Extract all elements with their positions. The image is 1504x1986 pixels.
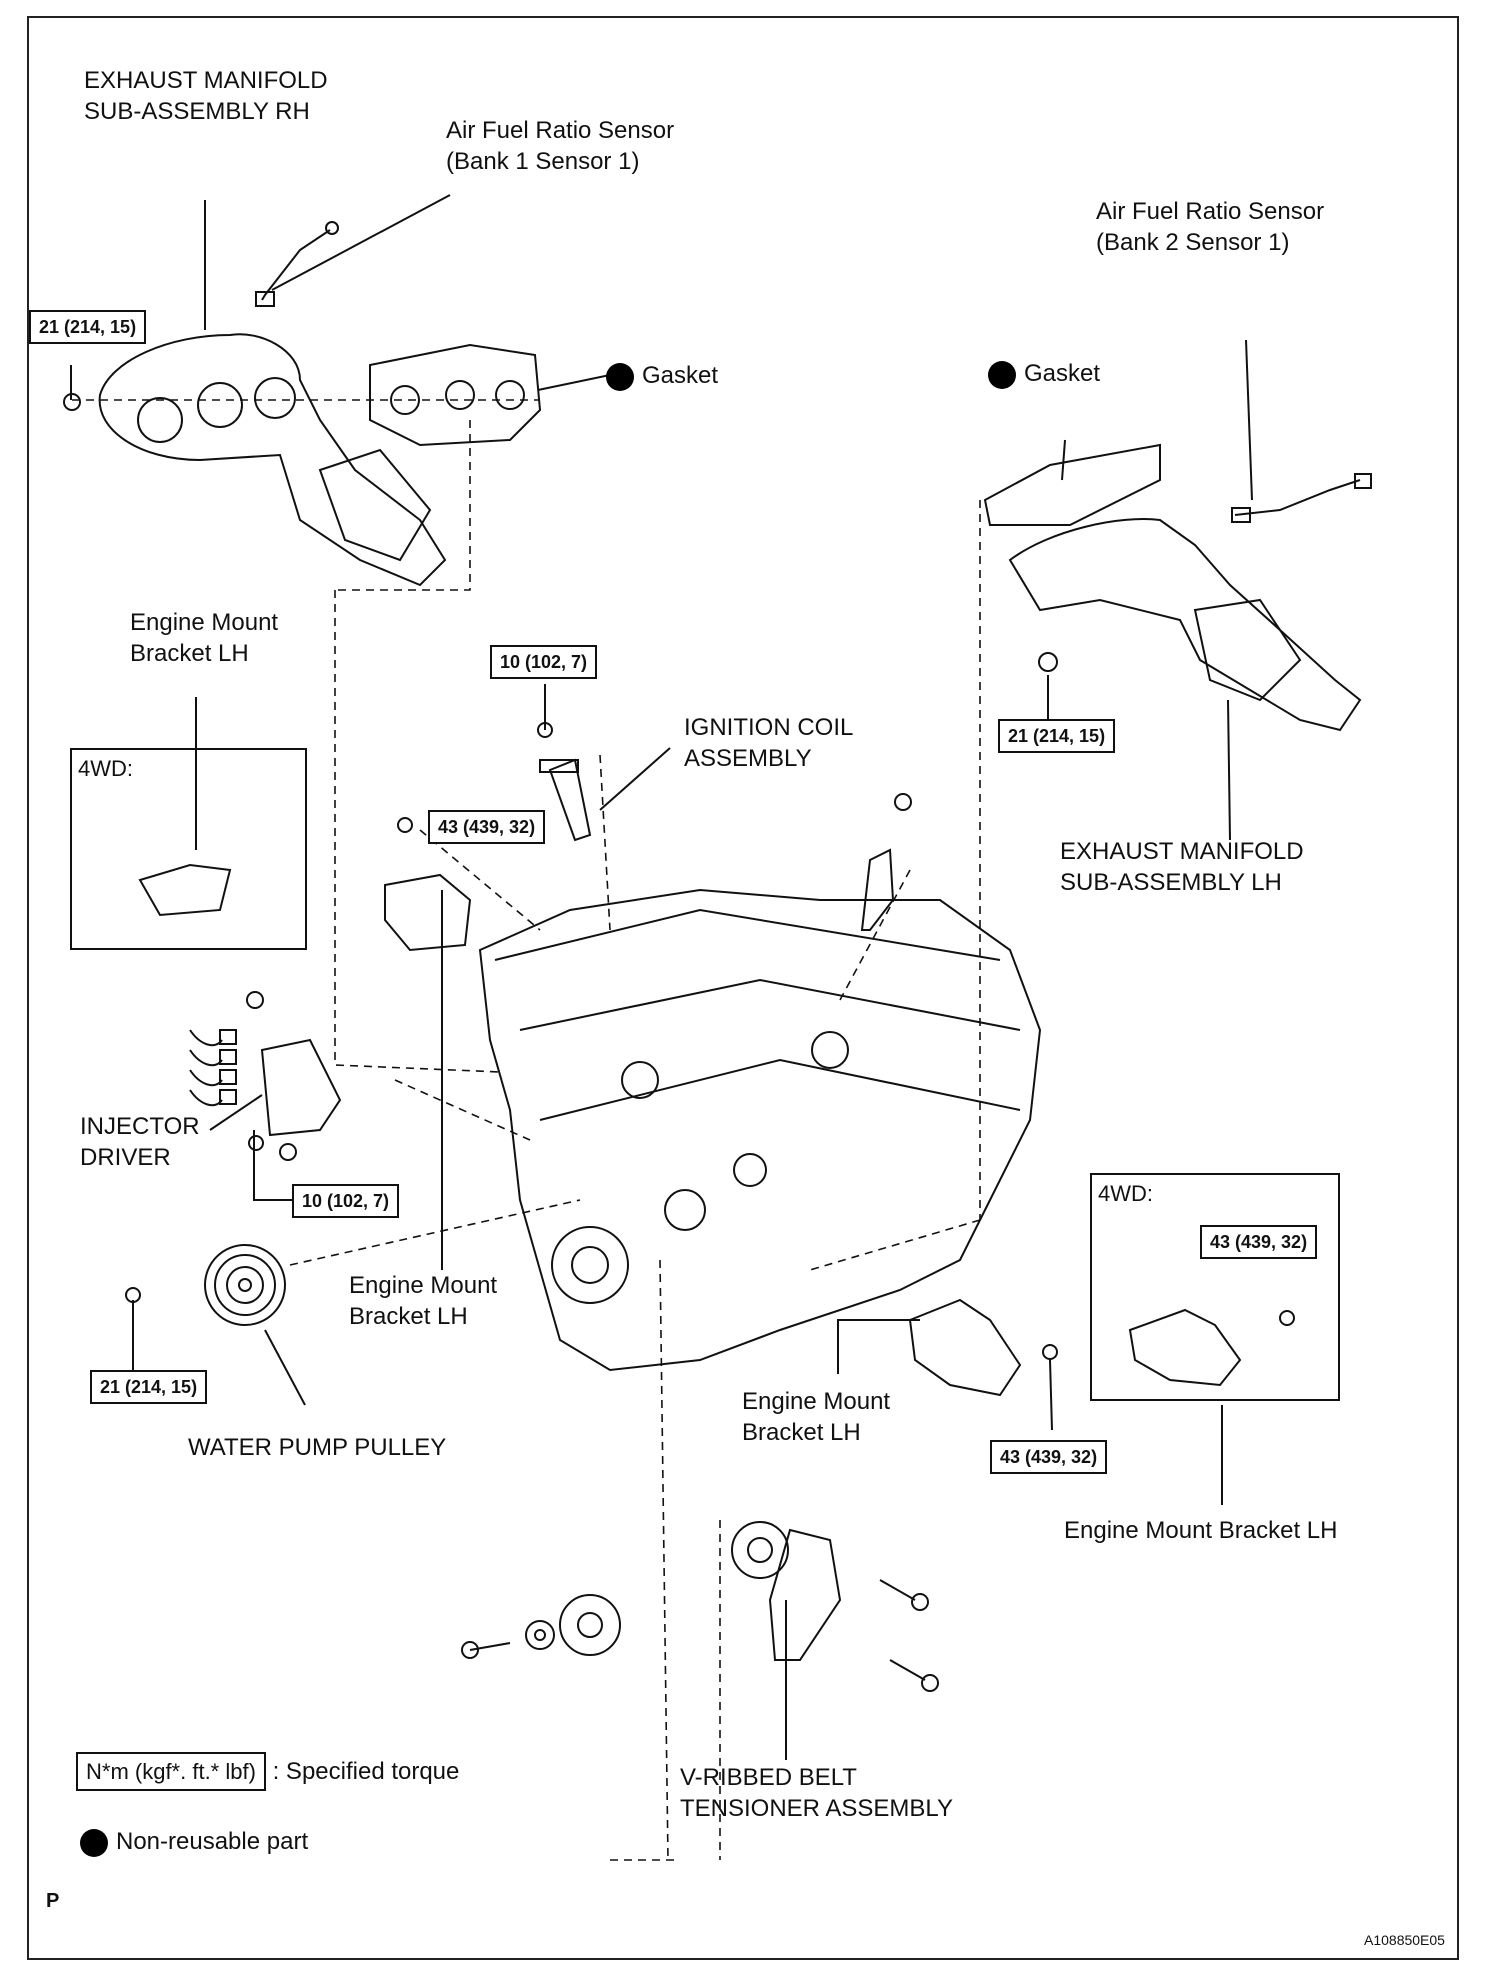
label-gasket-rh: Gasket — [606, 360, 718, 391]
label-tensioner-line1: V-RIBBED BELT — [680, 1764, 857, 1791]
label-exhaust-rh: EXHAUST MANIFOLD SUB-ASSEMBLY RH — [84, 65, 328, 127]
legend-nonreusable: Non-reusable part — [80, 1826, 308, 1857]
nonreusable-dot-icon — [80, 1828, 108, 1857]
label-af-sensor-b2-line1: Air Fuel Ratio Sensor — [1096, 198, 1325, 225]
corner-p: P — [46, 1890, 60, 1912]
label-mount-bracket-far-right-text: Engine Mount Bracket LH — [1064, 1517, 1338, 1544]
leader-gasket-lh — [1061, 439, 1066, 481]
torque-box-8: 43 (439, 32) — [1200, 1225, 1318, 1259]
label-af-sensor-b1: Air Fuel Ratio Sensor (Bank 1 Sensor 1) — [446, 115, 674, 177]
label-injector-driver: INJECTOR DRIVER — [80, 1111, 200, 1173]
label-af-sensor-b1-line2: (Bank 1 Sensor 1) — [446, 148, 640, 175]
label-exhaust-lh: EXHAUST MANIFOLD SUB-ASSEMBLY LH — [1060, 836, 1304, 898]
leader-ignition — [599, 747, 671, 811]
label-ignition-coil: IGNITION COIL ASSEMBLY — [684, 712, 853, 774]
legend-torque-box: N*m (kgf*. ft.* lbf) — [76, 1752, 266, 1791]
box-4wd-right-title: 4WD: — [1098, 1181, 1153, 1206]
nonreusable-dot-icon — [606, 362, 634, 391]
leader-water-pump — [264, 1329, 306, 1406]
label-exhaust-rh-line2: SUB-ASSEMBLY RH — [84, 98, 310, 125]
label-mount-bracket-mid-line2: Bracket LH — [349, 1303, 468, 1330]
leader-injector-bolt — [253, 1130, 292, 1201]
label-injector-driver-line1: INJECTOR — [80, 1113, 200, 1140]
label-ignition-coil-line1: IGNITION COIL — [684, 714, 854, 741]
leader-exhaust-lh — [1227, 699, 1231, 841]
label-mount-bracket-mid: Engine Mount Bracket LH — [349, 1270, 497, 1332]
leader-gasket-rh — [537, 374, 611, 391]
label-exhaust-rh-line1: EXHAUST MANIFOLD — [84, 67, 328, 94]
label-water-pump: WATER PUMP PULLEY — [188, 1432, 446, 1463]
leader-injector — [209, 1094, 263, 1131]
label-ignition-coil-line2: ASSEMBLY — [684, 745, 812, 772]
leader-af-b1 — [271, 194, 451, 291]
torque-box-3: 21 (214, 15) — [998, 719, 1116, 753]
label-exhaust-lh-line2: SUB-ASSEMBLY LH — [1060, 869, 1282, 896]
leader-bolt-right — [1049, 1359, 1053, 1431]
label-mount-bracket-top: Engine Mount Bracket LH — [130, 607, 278, 669]
figure-id: A108850E05 — [1364, 1932, 1445, 1948]
label-injector-driver-line2: DRIVER — [80, 1144, 171, 1171]
label-water-pump-text: WATER PUMP PULLEY — [188, 1434, 447, 1461]
label-mount-bracket-top-line2: Bracket LH — [130, 640, 249, 667]
label-tensioner-line2: TENSIONER ASSEMBLY — [680, 1795, 953, 1822]
label-gasket-lh: Gasket — [988, 358, 1100, 389]
label-mount-bracket-far-right: Engine Mount Bracket LH — [1064, 1515, 1337, 1546]
box-4wd-left-title: 4WD: — [78, 756, 133, 781]
nonreusable-dot-icon — [988, 360, 1016, 389]
label-mount-bracket-top-line1: Engine Mount — [130, 609, 279, 636]
label-mount-bracket-right: Engine Mount Bracket LH — [742, 1386, 890, 1448]
torque-box-6: 21 (214, 15) — [90, 1370, 208, 1404]
legend-torque: N*m (kgf*. ft.* lbf) : Specified torque — [76, 1752, 459, 1791]
label-exhaust-lh-line1: EXHAUST MANIFOLD — [1060, 838, 1304, 865]
label-mount-bracket-right-line1: Engine Mount — [742, 1388, 891, 1415]
label-tensioner: V-RIBBED BELT TENSIONER ASSEMBLY — [680, 1762, 953, 1824]
leader-af-b2 — [1245, 339, 1253, 501]
torque-box-1: 21 (214, 15) — [29, 310, 147, 344]
label-gasket-lh-text: Gasket — [1024, 360, 1101, 387]
box-4wd-left: 4WD: — [70, 748, 307, 950]
torque-box-4: 43 (439, 32) — [428, 810, 546, 844]
torque-box-2: 10 (102, 7) — [490, 645, 598, 679]
label-af-sensor-b1-line1: Air Fuel Ratio Sensor — [446, 117, 675, 144]
box-4wd-right: 4WD: — [1090, 1173, 1340, 1401]
label-mount-bracket-mid-line1: Engine Mount — [349, 1272, 498, 1299]
leader-bracket-right — [837, 1319, 920, 1374]
torque-box-7: 43 (439, 32) — [990, 1440, 1108, 1474]
label-gasket-rh-text: Gasket — [642, 362, 719, 389]
legend-torque-desc: : Specified torque — [272, 1758, 460, 1785]
legend-nonreusable-text: Non-reusable part — [116, 1828, 309, 1855]
label-af-sensor-b2-line2: (Bank 2 Sensor 1) — [1096, 229, 1290, 256]
label-mount-bracket-right-line2: Bracket LH — [742, 1419, 861, 1446]
label-af-sensor-b2: Air Fuel Ratio Sensor (Bank 2 Sensor 1) — [1096, 196, 1324, 258]
torque-box-5: 10 (102, 7) — [292, 1184, 400, 1218]
